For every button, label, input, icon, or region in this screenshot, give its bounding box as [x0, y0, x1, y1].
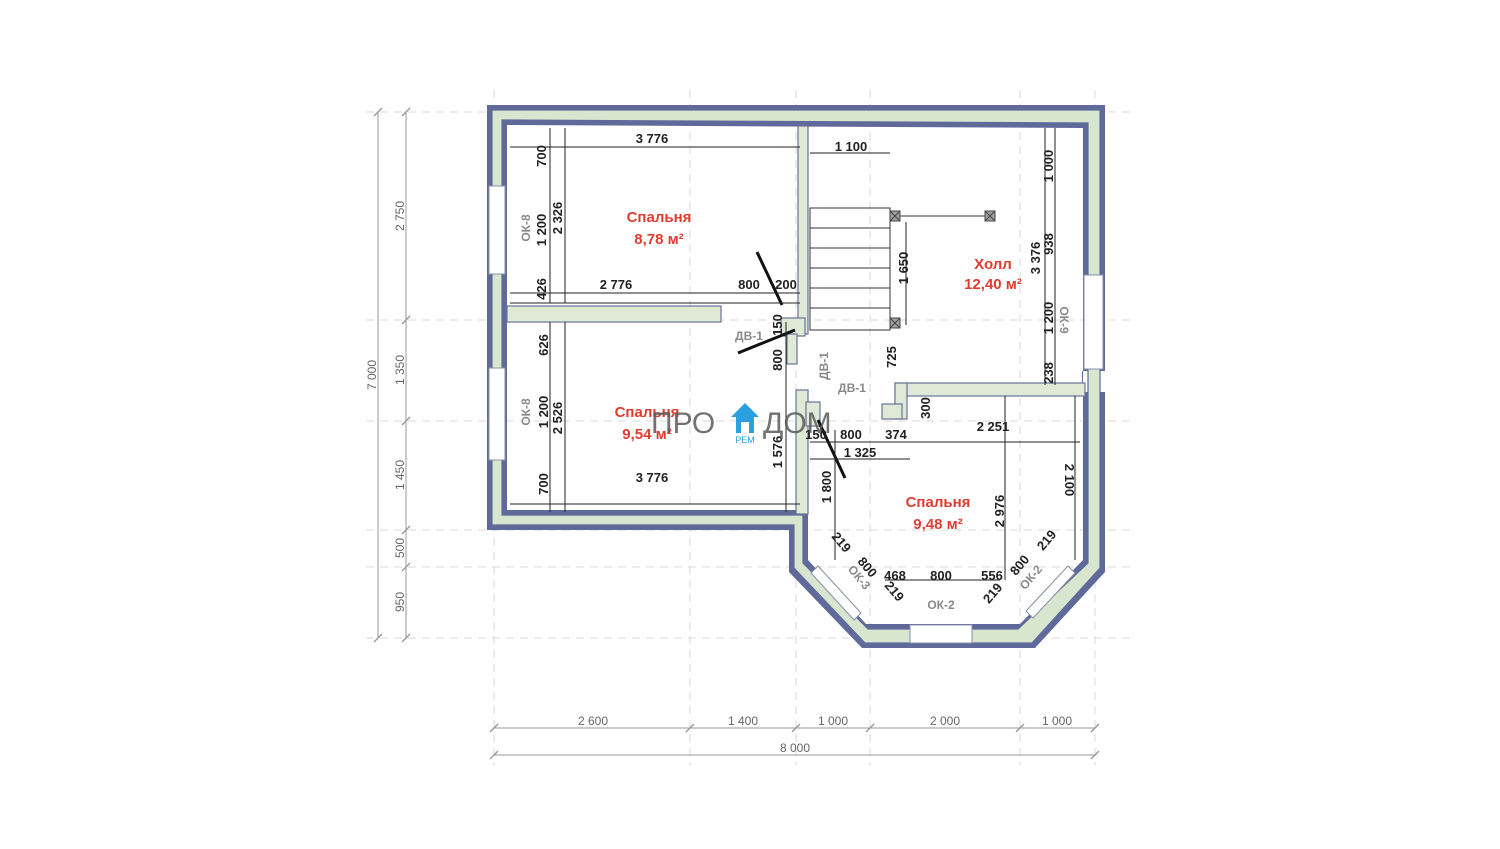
dim-h200: 200	[775, 277, 797, 292]
tag-ok2-bottom: ОК-2	[927, 598, 955, 612]
dim-h1325: 1 325	[844, 445, 877, 460]
dim-h374: 374	[885, 427, 907, 442]
dim-bay-219-d: 219	[1034, 527, 1059, 553]
room-hall-name: Холл	[974, 256, 1012, 273]
dim-h2776: 2 776	[600, 277, 633, 292]
window-ok8-top	[488, 185, 506, 275]
dim-h2251: 2 251	[977, 419, 1010, 434]
dim-v2100: 2 100	[1062, 464, 1077, 497]
dim-left-2750: 2 750	[393, 201, 407, 231]
dim-v1200-mid: 1 200	[536, 396, 551, 429]
tag-ok8-top: ОК-8	[519, 214, 533, 242]
dim-v1200-top: 1 200	[534, 214, 549, 247]
dim-left-7000: 7 000	[365, 360, 379, 390]
room-bedroom-2-area: 9,54 м²	[622, 426, 671, 443]
columns	[889, 210, 996, 329]
room-bedroom-2-name: Спальня	[615, 404, 680, 421]
room-bedroom-3-area: 9,48 м²	[913, 516, 962, 533]
dim-v1000: 1 000	[1041, 150, 1056, 183]
left-dimension-chain	[373, 107, 411, 643]
dim-v2526: 2 526	[550, 402, 565, 435]
dim-v2326: 2 326	[550, 202, 565, 235]
dim-v1800: 1 800	[819, 471, 834, 504]
dim-bottom-2600: 2 600	[578, 714, 608, 728]
room-bedroom-3-name: Спальня	[906, 494, 971, 511]
dim-left-500: 500	[393, 538, 407, 558]
tag-ok9: ОК-9	[1057, 306, 1071, 334]
dim-v800-door: 800	[770, 349, 785, 371]
tag-dv1-a: ДВ-1	[735, 329, 763, 343]
watermark-right: ДОМ	[763, 407, 832, 440]
dim-h3776-bottom: 3 776	[636, 470, 669, 485]
room-hall-area: 12,40 м²	[964, 276, 1022, 293]
dim-v626: 626	[536, 334, 551, 356]
watermark-logo: ПРО РЕМ ДОМ	[651, 403, 832, 445]
dim-h150: 150	[805, 427, 827, 442]
dim-v2976: 2 976	[992, 495, 1007, 528]
window-ok9	[1083, 274, 1104, 370]
dim-bottom-1400: 1 400	[728, 714, 758, 728]
dim-bay-556: 556	[981, 568, 1003, 583]
dim-left-1350: 1 350	[393, 355, 407, 385]
dim-v1650: 1 650	[896, 252, 911, 285]
dim-v300: 300	[918, 397, 933, 419]
dim-v938: 938	[1041, 233, 1056, 255]
dim-v700-top: 700	[534, 145, 549, 167]
dim-bottom-1000-a: 1 000	[818, 714, 848, 728]
dim-top-1100: 1 100	[835, 139, 868, 154]
room-bedroom-1-area: 8,78 м²	[634, 231, 683, 248]
dim-v150-door: 150	[770, 314, 785, 336]
dim-bottom-2000: 2 000	[930, 714, 960, 728]
window-ok2-bottom	[909, 624, 973, 644]
watermark-sub: РЕМ	[735, 435, 755, 445]
dim-left-1450: 1 450	[393, 460, 407, 490]
dim-bottom-8000: 8 000	[780, 741, 810, 755]
inner-dimension-lines	[510, 128, 1080, 581]
dim-v1200-hall: 1 200	[1041, 302, 1056, 335]
window-ok2-side	[1025, 565, 1076, 619]
dim-bay-468: 468	[884, 568, 906, 583]
dim-left-950: 950	[393, 592, 407, 612]
window-ok3	[810, 565, 862, 621]
dim-v725: 725	[884, 346, 899, 368]
tag-dv1-c: ДВ-1	[838, 381, 866, 395]
room-bedroom-1-name: Спальня	[627, 209, 692, 226]
dim-bay-800: 800	[930, 568, 952, 583]
interior-walls	[506, 125, 1086, 515]
dim-v700-bottom: 700	[536, 473, 551, 495]
watermark-left: ПРО	[651, 407, 715, 440]
dim-bay-219-c: 219	[980, 580, 1005, 606]
dim-h800-door: 800	[738, 277, 760, 292]
house-icon	[731, 403, 759, 433]
dim-v1576: 1 576	[770, 436, 785, 469]
windows	[488, 185, 1104, 644]
tag-dv1-b: ДВ-1	[817, 352, 831, 380]
dim-v426: 426	[534, 278, 549, 300]
tag-ok8-bottom: ОК-8	[519, 398, 533, 426]
staircase	[809, 207, 990, 331]
dim-v238: 238	[1041, 362, 1056, 384]
dim-h800-b3: 800	[840, 427, 862, 442]
bottom-dimension-chain	[489, 723, 1100, 760]
dim-v3376: 3 376	[1028, 242, 1043, 275]
window-ok8-bottom	[488, 367, 506, 461]
dim-bottom-1000-b: 1 000	[1042, 714, 1072, 728]
dim-top-3776: 3 776	[636, 131, 669, 146]
dim-bay-219-a: 219	[829, 529, 854, 555]
